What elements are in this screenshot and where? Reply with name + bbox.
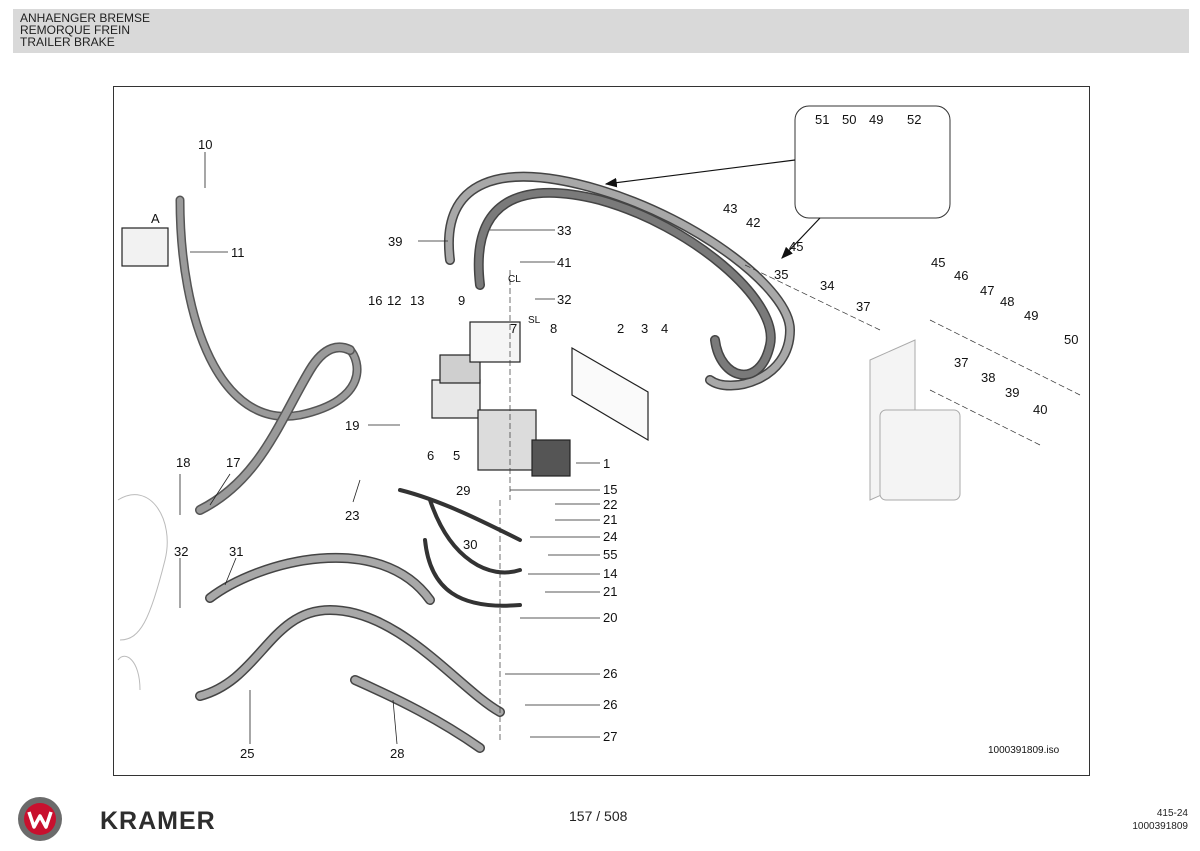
callout: 16: [368, 293, 382, 308]
callout: 55: [603, 547, 617, 562]
hoses: [175, 171, 796, 753]
callout: 42: [746, 215, 760, 230]
callout: 15: [603, 482, 617, 497]
callout: 3: [641, 321, 648, 336]
callout: 8: [550, 321, 557, 336]
callout: 48: [1000, 294, 1014, 309]
valve-blocks: [121, 227, 649, 477]
callout: 28: [390, 746, 404, 761]
callout: 22: [603, 497, 617, 512]
port-label-a: A: [151, 211, 160, 226]
callout: 1: [603, 456, 610, 471]
callout: 9: [458, 293, 465, 308]
detail-box: [794, 105, 951, 219]
callout: 2: [617, 321, 624, 336]
port-label-cl: CL: [508, 274, 521, 285]
callout: 27: [603, 729, 617, 744]
footer-code-2: 1000391809: [1132, 821, 1188, 832]
leader-lines: [179, 152, 600, 745]
callout: 11: [231, 245, 245, 260]
callout: 6: [427, 448, 434, 463]
title-fr: REMORQUE FREIN: [20, 23, 131, 37]
callout: 19: [345, 418, 359, 433]
callout: 21: [603, 512, 617, 527]
callout: 5: [453, 448, 460, 463]
callout: 33: [557, 223, 571, 238]
alignment-lines: [499, 264, 1081, 740]
page-number: 157 / 508: [569, 808, 628, 824]
title-en: TRAILER BRAKE: [20, 35, 115, 49]
callout: 32: [557, 292, 571, 307]
callout: 37: [954, 355, 968, 370]
callout: 29: [456, 483, 470, 498]
callout: 38: [981, 370, 995, 385]
callout: 23: [345, 508, 359, 523]
callout: 30: [463, 537, 477, 552]
callout: 25: [240, 746, 254, 761]
detail-arrow-1: [604, 159, 796, 188]
callout: 49: [1024, 308, 1038, 323]
callout: 40: [1033, 402, 1047, 417]
callout: 7: [510, 321, 517, 336]
left-assembly: [117, 494, 168, 691]
callout: 14: [603, 566, 617, 581]
footer-code-1: 415-24: [1156, 808, 1188, 819]
right-assembly: [869, 339, 961, 501]
callout: 39: [388, 234, 402, 249]
callout: 47: [980, 283, 994, 298]
callout: 35: [774, 267, 788, 282]
callout: 20: [603, 610, 617, 625]
callout: 41: [557, 255, 571, 270]
callout: 39: [1005, 385, 1019, 400]
callout: 10: [198, 137, 212, 152]
title-de: ANHAENGER BREMSE: [20, 11, 151, 25]
callout: 43: [723, 201, 737, 216]
callout: 37: [856, 299, 870, 314]
callout: 51: [815, 112, 829, 127]
callout: 50: [1064, 332, 1078, 347]
kramer-w-logo: [18, 797, 62, 841]
callout: 50: [842, 112, 856, 127]
callout: 4: [661, 321, 668, 336]
callout: 24: [603, 529, 617, 544]
callout: 26: [603, 666, 617, 681]
callout: 18: [176, 455, 190, 470]
callout: 12: [387, 293, 401, 308]
callout: 17: [226, 455, 240, 470]
callout: 32: [174, 544, 188, 559]
callout: 46: [954, 268, 968, 283]
callout: 34: [820, 278, 834, 293]
callout: 26: [603, 697, 617, 712]
callout: 31: [229, 544, 243, 559]
callout: 49: [869, 112, 883, 127]
port-label-sl: SL: [528, 315, 541, 326]
callouts: 10 11 A 39 33 41 32 CL SL 16 12 13 9 7 8…: [151, 112, 1078, 761]
callout: 45: [931, 255, 945, 270]
header-band: ANHAENGER BREMSE REMORQUE FREIN TRAILER …: [13, 9, 1189, 53]
callout: 45: [789, 239, 803, 254]
callout: 52: [907, 112, 921, 127]
file-ref: 1000391809.iso: [988, 745, 1060, 756]
brand-name: KRAMER: [100, 807, 216, 835]
detail-arrow-2: [781, 217, 821, 259]
callout: 21: [603, 584, 617, 599]
callout: 13: [410, 293, 424, 308]
